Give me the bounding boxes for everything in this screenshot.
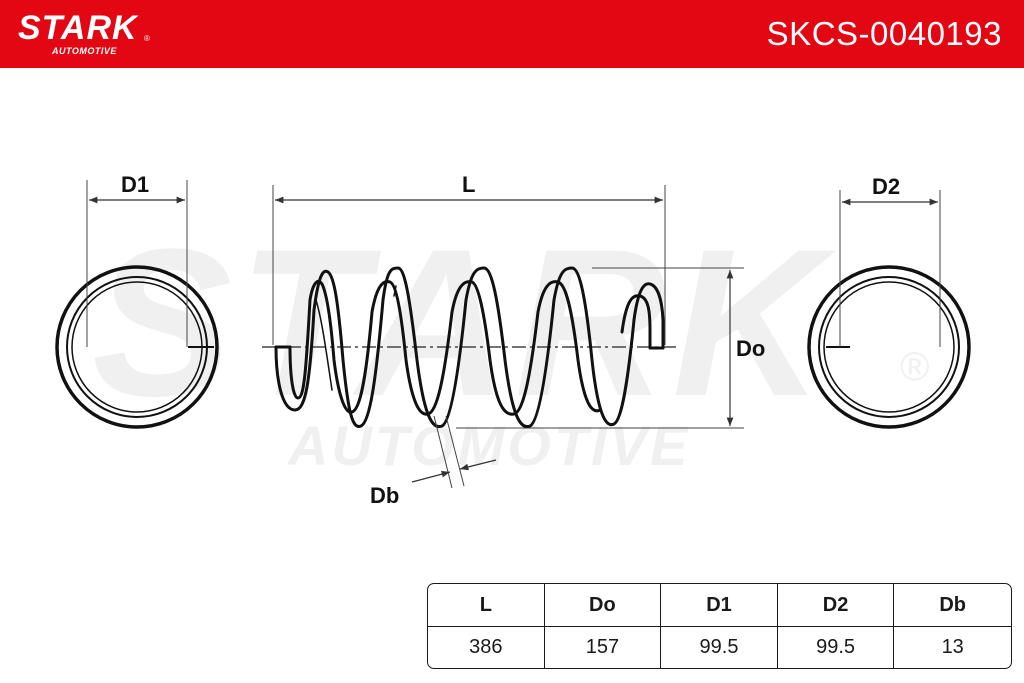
- spring-side-view: [274, 266, 665, 429]
- spec-value-d2: 99.5: [778, 627, 895, 668]
- wire-diameter-label: Db: [370, 483, 399, 508]
- logo-registered-mark: ®: [144, 34, 150, 43]
- spring-diagram: STARK AUTOMOTIVE ® D1 D2 L: [55, 172, 971, 508]
- left-end-view: [55, 180, 219, 429]
- header-bar: STARK ® AUTOMOTIVE SKCS-0040193: [0, 0, 1024, 68]
- outer-diameter-label: Do: [736, 336, 765, 361]
- spec-table: L Do D1 D2 Db 386 157 99.5 99.5 13: [427, 583, 1012, 669]
- d2-label: D2: [872, 174, 900, 199]
- d1-label: D1: [121, 172, 149, 197]
- logo-brand-text: STARK: [18, 9, 138, 47]
- spec-header-d1: D1: [661, 584, 778, 627]
- part-number: SKCS-0040193: [766, 15, 1002, 52]
- watermark-sub: AUTOMOTIVE: [286, 414, 690, 477]
- right-end-view: [807, 190, 971, 429]
- outer-diameter-dimension: [456, 267, 744, 429]
- wire-diameter-dimension: [411, 415, 497, 489]
- spec-header-outer-diameter: Do: [544, 584, 662, 627]
- spec-header-length: L: [428, 584, 545, 627]
- spec-header-d2: D2: [777, 584, 895, 627]
- length-dimension: [272, 185, 666, 345]
- spec-value-d1: 99.5: [661, 627, 778, 668]
- watermark: STARK AUTOMOTIVE ®: [92, 205, 929, 477]
- spec-value-length: 386: [428, 627, 545, 668]
- watermark-brand: STARK: [92, 205, 837, 440]
- spec-value-outer-diameter: 157: [545, 627, 662, 668]
- watermark-registered-mark: ®: [900, 345, 929, 389]
- spec-header-wire-diameter: Db: [894, 584, 1011, 627]
- logo-sub-text: AUTOMOTIVE: [52, 46, 117, 56]
- spec-value-wire-diameter: 13: [941, 636, 964, 658]
- stark-logo: STARK ® AUTOMOTIVE: [18, 10, 158, 60]
- length-label: L: [462, 172, 475, 197]
